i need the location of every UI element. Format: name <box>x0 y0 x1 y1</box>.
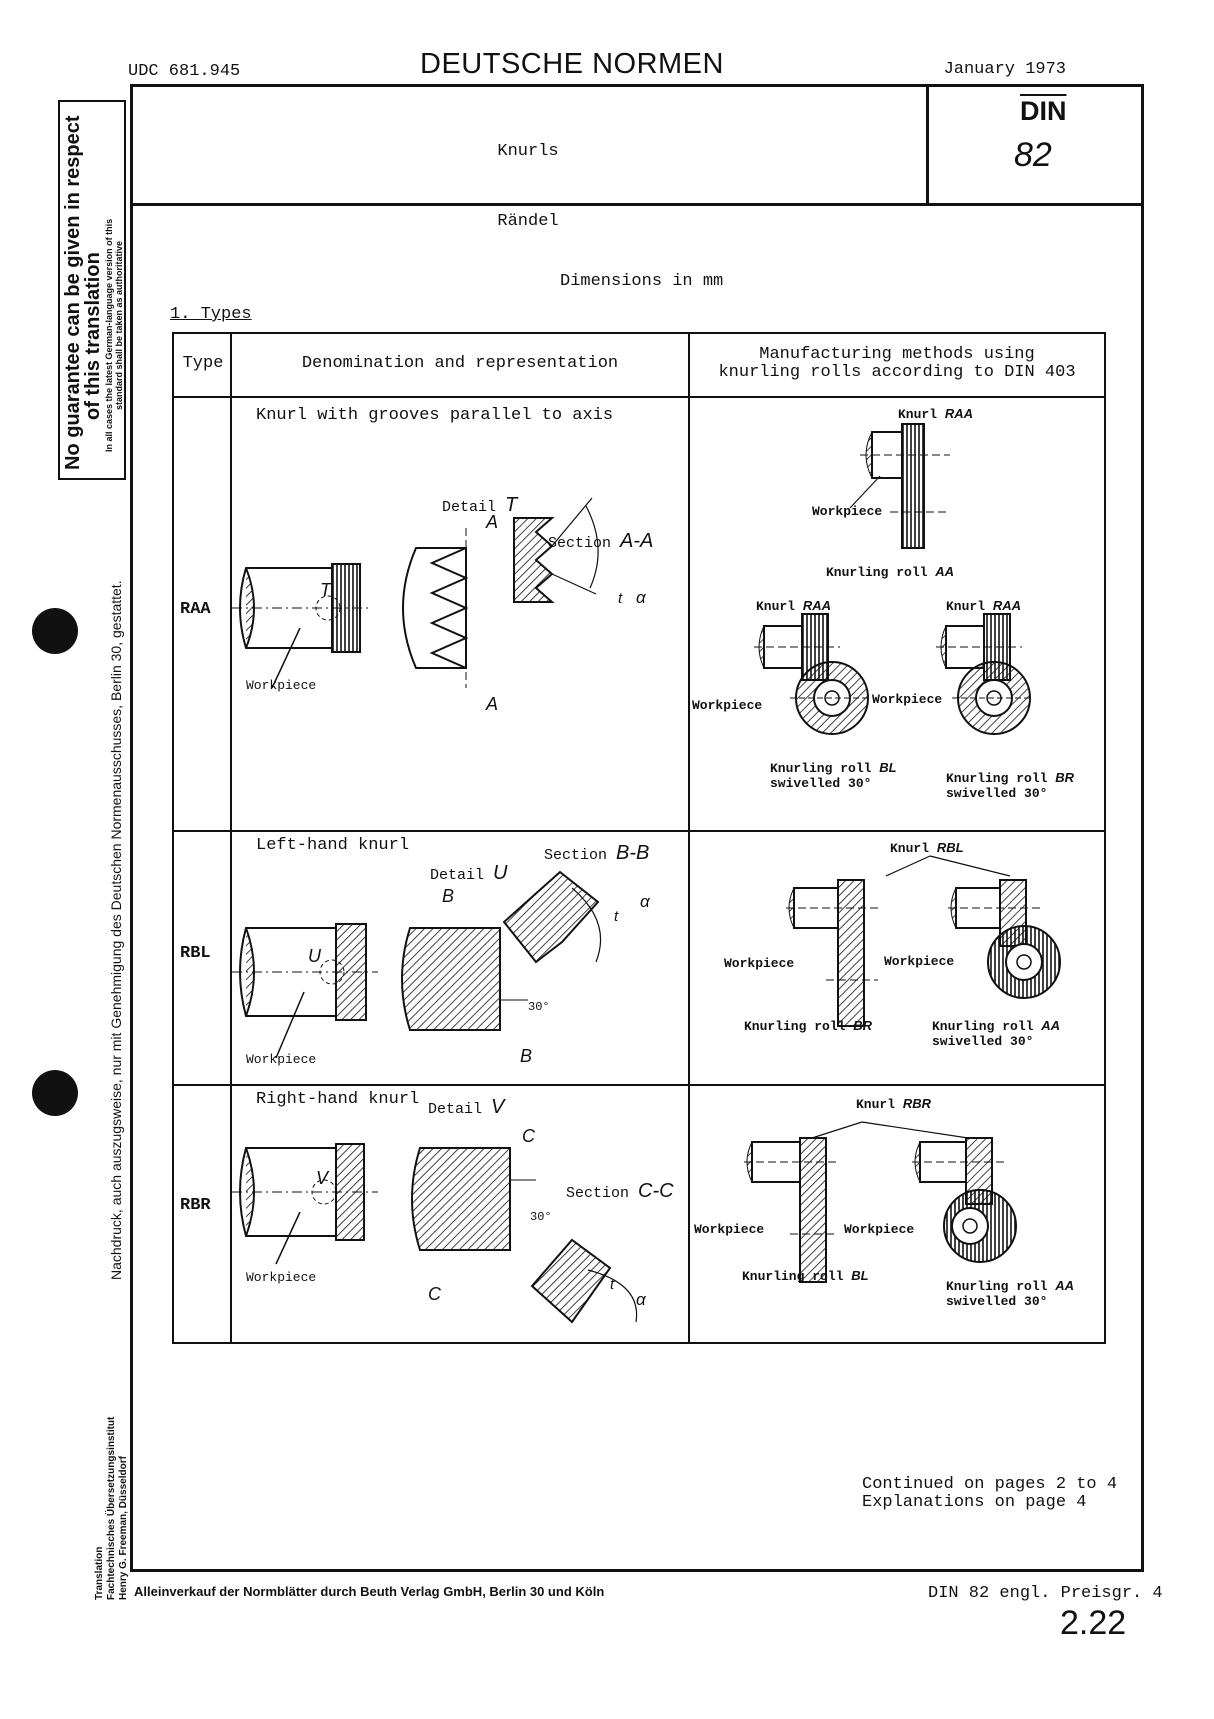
rbl-pitch: t <box>614 908 619 925</box>
explanations-note: Explanations on page 4 <box>862 1493 1087 1512</box>
type-code-rbr: RBR <box>180 1196 211 1215</box>
header-denomination: Denomination and representation <box>301 354 619 373</box>
raa-method-roll-top: Knurling roll AA <box>826 564 955 580</box>
raa-method-knurl-right: Knurl RAA <box>946 598 1021 614</box>
raa-method-workpiece-right: Workpiece <box>872 692 943 707</box>
raa-method-workpiece-top: Workpiece <box>812 504 883 519</box>
rbr-angle: 30° <box>530 1210 552 1224</box>
rbl-detail-label: Detail U <box>430 862 508 884</box>
workpiece-body <box>239 567 333 649</box>
rbl-methods-drawing <box>786 855 1061 1027</box>
raa-method-roll-left: Knurling roll BL <box>770 760 897 776</box>
rbr-workpiece-label: Workpiece <box>246 1270 317 1285</box>
header-manufacturing-line2: knurling rolls according to DIN 403 <box>718 363 1076 382</box>
rbr-section-label: Section C-C <box>566 1180 674 1202</box>
rbl-workpiece-label: Workpiece <box>246 1052 317 1067</box>
guarantee-line2: of this translation <box>82 252 104 420</box>
title-block-divider <box>130 203 1144 206</box>
guarantee-line4: standard shall be taken as authoritative <box>114 240 124 410</box>
raa-alpha: α <box>636 588 646 607</box>
guarantee-line3: In all cases the latest German-language … <box>104 218 114 452</box>
section-heading: 1. Types <box>170 305 252 324</box>
rbl-method-workpiece-right: Workpiece <box>884 954 955 969</box>
rbl-detail-marker: U <box>308 946 321 966</box>
rbr-detail-label: Detail V <box>428 1096 505 1118</box>
rbr-method-workpiece-left: Workpiece <box>694 1222 765 1237</box>
rbl-angle: 30° <box>528 1000 550 1014</box>
rbl-method-workpiece-left: Workpiece <box>724 956 795 971</box>
raa-method-knurl-left: Knurl RAA <box>756 598 831 614</box>
row-title-rbr: Right-hand knurl <box>256 1090 420 1109</box>
rbl-cut-bottom: B <box>520 1046 533 1066</box>
din-number: 82 <box>1014 136 1052 174</box>
subject-title: Knurls <box>497 142 559 161</box>
raa-section-label: Section A-A <box>548 530 654 552</box>
rbl-method-roll-left: Knurling roll BR <box>744 1018 873 1034</box>
reprint-notice: Nachdruck, auch auszugsweise, nur mit Ge… <box>108 580 124 1280</box>
raa-pitch: t <box>618 590 623 607</box>
translation-line2: Fachtechnisches Übersetzungsinstitut <box>106 1416 117 1600</box>
rbl-method-knurl-label: Knurl RBL <box>890 840 964 856</box>
raa-method-workpiece-left: Workpiece <box>692 698 763 713</box>
raa-workpiece-label: Workpiece <box>246 678 317 693</box>
raa-method-swivel-left: swivelled 30° <box>770 776 872 791</box>
page-code: 2.22 <box>1060 1604 1127 1642</box>
rbr-alpha: α <box>636 1290 646 1309</box>
page-title: DEUTSCHE NORMEN <box>420 48 724 80</box>
raa-method-swivel-right: swivelled 30° <box>946 786 1048 801</box>
rbr-method-roll-right: Knurling roll AA <box>946 1278 1075 1294</box>
punch-hole-bottom <box>32 1070 78 1116</box>
guarantee-box <box>58 100 126 480</box>
rbr-method-knurl-label: Knurl RBR <box>856 1096 931 1112</box>
raa-cut-top: A <box>486 512 499 532</box>
row-title-rbl: Left-hand knurl <box>256 836 410 855</box>
din-label: DIN <box>1020 96 1067 126</box>
header-type: Type <box>182 354 224 373</box>
header-manufacturing-line1: Manufacturing methods using <box>759 345 1035 364</box>
rbl-method-swivel-right: swivelled 30° <box>932 1034 1034 1049</box>
raa-drawing <box>232 497 599 689</box>
rbr-cut-bottom: C <box>428 1284 441 1304</box>
type-code-rbl: RBL <box>180 944 211 963</box>
raa-method-roll-right: Knurling roll BR <box>946 770 1075 786</box>
continued-note: Continued on pages 2 to 4 <box>862 1475 1118 1494</box>
rbr-methods-drawing <box>744 1121 1017 1283</box>
rbr-method-roll-left: Knurling roll BL <box>742 1268 869 1284</box>
rbr-detail-marker: V <box>316 1168 329 1188</box>
rbr-method-workpiece-right: Workpiece <box>844 1222 915 1237</box>
sales-note: Alleinverkauf der Normblätter durch Beut… <box>134 1584 605 1599</box>
raa-method-knurl-label: Knurl RAA <box>898 406 973 422</box>
udc-code: UDC 681.945 <box>128 62 241 81</box>
row-title-raa: Knurl with grooves parallel to axis <box>256 406 614 425</box>
method-column-divider <box>688 332 690 1344</box>
rbr-cut-top: C <box>522 1126 535 1146</box>
punch-hole-top <box>32 608 78 654</box>
types-table <box>172 332 1106 1344</box>
issue-date: January 1973 <box>943 60 1066 79</box>
rbl-drawing <box>232 870 602 1059</box>
rbr-drawing <box>232 1143 638 1324</box>
row-divider-2 <box>172 1084 1106 1086</box>
translation-line3: Henry G. Freeman, Düsseldorf <box>118 1456 129 1600</box>
raa-methods-drawing <box>754 423 1032 735</box>
raa-detail-marker: T <box>320 580 331 600</box>
raa-detail-label: Detail T <box>442 494 518 516</box>
rbr-pitch: t <box>610 1276 615 1293</box>
translation-line1: Translation <box>94 1546 105 1600</box>
type-column-divider <box>230 332 232 1344</box>
footer-reference: DIN 82 engl. Preisgr. 4 <box>928 1584 1163 1603</box>
units-note: Dimensions in mm <box>560 272 724 291</box>
rbr-method-swivel-right: swivelled 30° <box>946 1294 1048 1309</box>
raa-cut-bottom: A <box>486 694 499 714</box>
din-box-divider <box>926 84 929 205</box>
rbl-alpha: α <box>640 892 650 911</box>
subject-title-german: Rändel <box>497 212 559 231</box>
row-divider-1 <box>172 830 1106 832</box>
rbl-method-roll-right: Knurling roll AA <box>932 1018 1061 1034</box>
type-code-raa: RAA <box>180 600 211 619</box>
table-header-divider <box>172 396 1106 398</box>
standard-frame <box>130 84 1144 1572</box>
rbl-section-label: Section B-B <box>544 842 650 864</box>
rbl-cut-top: B <box>442 886 455 906</box>
